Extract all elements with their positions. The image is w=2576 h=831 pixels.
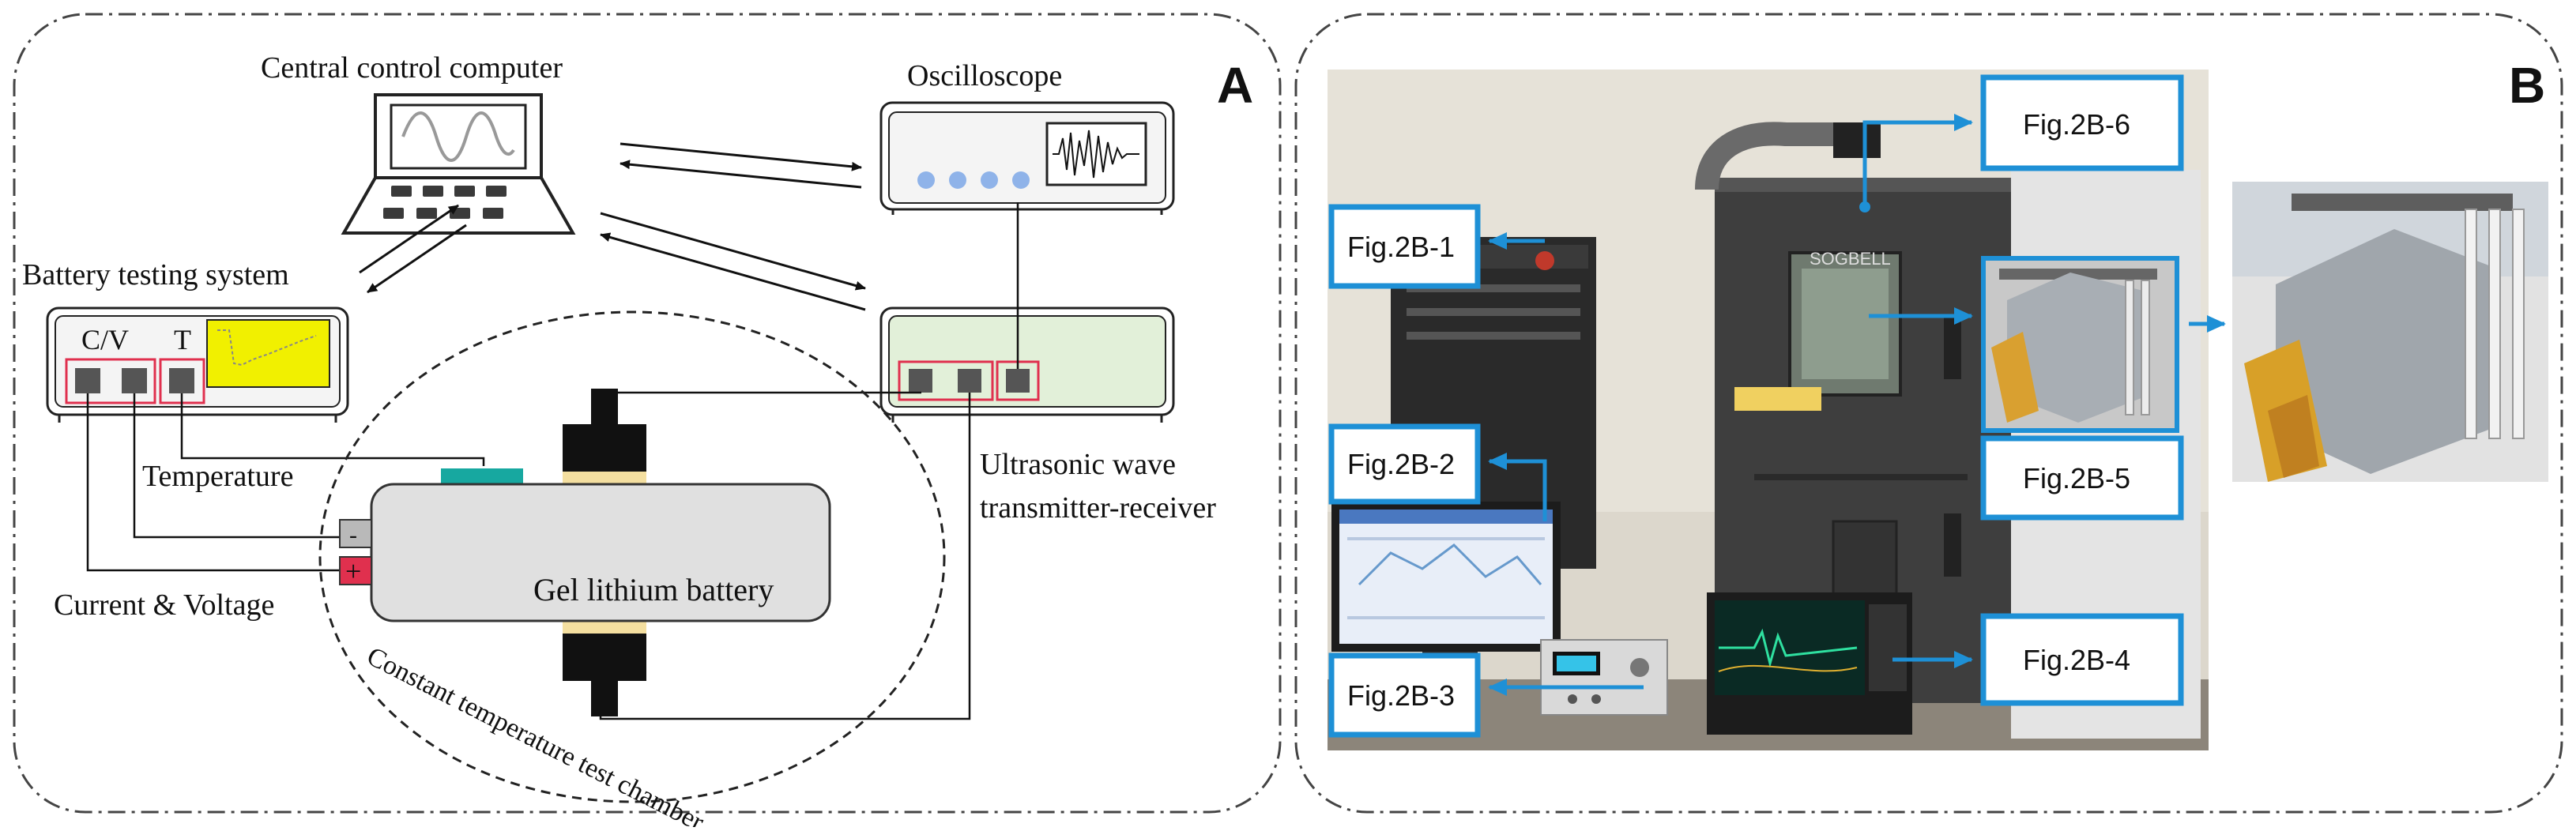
transceiver-label-line1: Ultrasonic wave (980, 448, 1176, 481)
callout-fig-2b-1: Fig.2B-1 (1328, 204, 1481, 289)
t-port-label: T (174, 324, 191, 355)
battery-testing-system-label: Battery testing system (22, 258, 289, 291)
cv-port-label: C/V (81, 324, 129, 355)
callout-fig-2b-3: Fig.2B-3 (1328, 652, 1481, 738)
svg-text:Fig.2B-6: Fig.2B-6 (2023, 108, 2130, 141)
transceiver-label-line2: transmitter-receiver (980, 491, 1216, 525)
oscilloscope-label: Oscilloscope (907, 59, 1062, 92)
gel-battery-label: Gel lithium battery (533, 572, 774, 607)
callout-fig-2b-2: Fig.2B-2 (1328, 423, 1481, 505)
callout-fig-2b-5: Fig.2B-5 (1980, 435, 2184, 521)
photo-brand-text: SOGBELL (1810, 249, 1891, 269)
panel-a-frame (13, 13, 1282, 814)
test-chamber-boundary (318, 310, 946, 803)
panel-b-frame (1294, 13, 2563, 814)
minus-terminal-label: - (349, 522, 357, 548)
fixture-photo-inset (1981, 256, 2179, 433)
panel-a: A Central control computer (13, 13, 1282, 831)
link-computer-battery-tester (359, 204, 467, 294)
plus-terminal-label: + (345, 555, 361, 587)
ultrasonic-transceiver (879, 306, 1175, 423)
temperature-label: Temperature (142, 460, 293, 493)
zoomed-fixture-photo (2232, 182, 2548, 482)
transducer-icon (563, 389, 646, 484)
current-voltage-label: Current & Voltage (54, 588, 274, 622)
panel-b: B (1294, 13, 2563, 814)
oscilloscope-device-icon (879, 101, 1175, 215)
callout-anchor-dot (1859, 201, 1870, 212)
link-computer-oscilloscope (620, 142, 862, 189)
battery-testing-system (46, 306, 349, 423)
central-computer-label: Central control computer (261, 51, 563, 85)
callout-fig-2b-6: Fig.2B-6 (1980, 74, 2184, 171)
panel-b-letter: B (2509, 57, 2545, 114)
svg-text:Fig.2B-4: Fig.2B-4 (2023, 644, 2130, 676)
svg-text:Fig.2B-1: Fig.2B-1 (1347, 231, 1455, 263)
battery-icon (339, 468, 831, 622)
callout-fig-2b-4: Fig.2B-4 (1980, 613, 2184, 706)
link-computer-transceiver (600, 212, 866, 311)
svg-text:Fig.2B-2: Fig.2B-2 (1347, 448, 1455, 480)
svg-text:Fig.2B-3: Fig.2B-3 (1347, 679, 1455, 712)
laptop-icon (341, 93, 576, 235)
panel-a-letter: A (1217, 57, 1253, 114)
svg-text:Fig.2B-5: Fig.2B-5 (2023, 462, 2130, 494)
callout-connectors (1488, 114, 2226, 696)
transducer-icon (563, 621, 646, 716)
chamber-label: Constant temperature test chamber (362, 641, 709, 827)
